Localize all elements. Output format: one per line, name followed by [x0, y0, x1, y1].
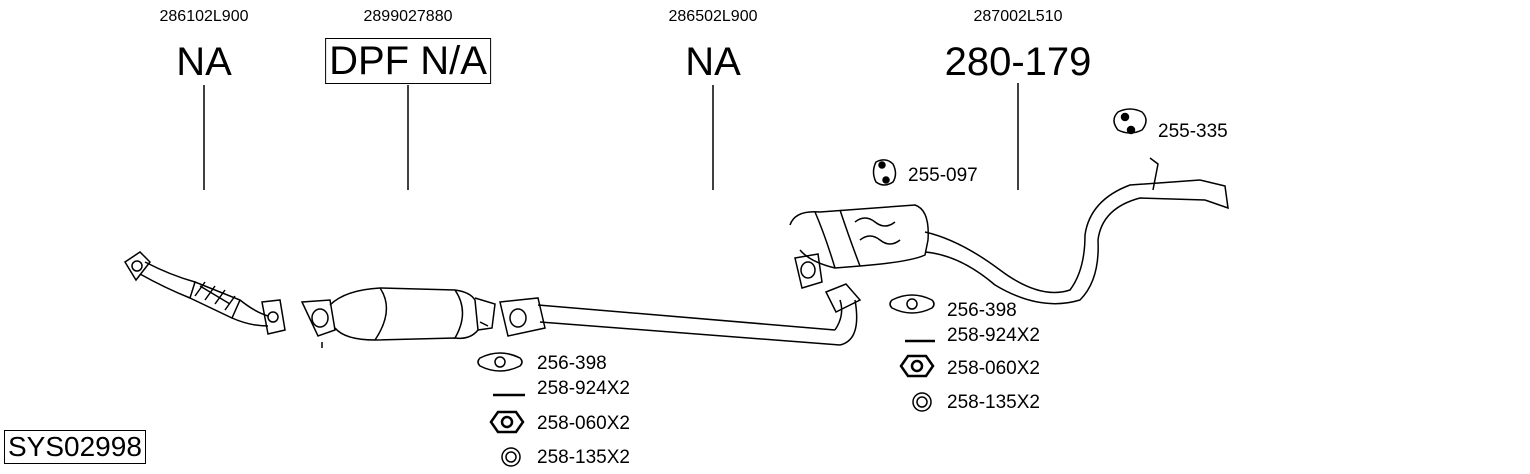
- part-oe-number: 286502L900: [668, 8, 758, 25]
- gasket-label[interactable]: 256-398: [947, 300, 1017, 321]
- nut-icon: [489, 354, 935, 434]
- nut-label[interactable]: 258-060X2: [537, 413, 630, 434]
- rear-silencer[interactable]: [789, 157, 1229, 305]
- gasket-icon: [477, 294, 935, 372]
- hanger-255-097-icon: [872, 159, 897, 186]
- part-oe-number: 286102L900: [159, 8, 249, 25]
- part-oe-number: 2899027880: [363, 8, 453, 25]
- hanger-label[interactable]: 255-097: [908, 165, 978, 186]
- part-reference[interactable]: DPF N/A: [325, 38, 491, 84]
- system-id: SYS02998: [4, 430, 146, 464]
- leader-lines: [203, 83, 1019, 190]
- bolt-label[interactable]: 258-924X2: [947, 325, 1040, 346]
- nut-label[interactable]: 258-060X2: [947, 358, 1040, 379]
- washer-label[interactable]: 258-135X2: [947, 392, 1040, 413]
- hanger-255-335-icon: [1113, 108, 1147, 135]
- washer-icon: [501, 392, 932, 467]
- part-reference[interactable]: NA: [176, 40, 232, 84]
- front-pipe[interactable]: [123, 251, 286, 335]
- bolt-icon: [493, 339, 935, 397]
- gasket-label[interactable]: 256-398: [537, 353, 607, 374]
- hanger-label[interactable]: 255-335: [1158, 121, 1228, 142]
- part-reference[interactable]: NA: [685, 40, 741, 84]
- intermediate-pipe[interactable]: [499, 283, 862, 346]
- bolt-label[interactable]: 258-924X2: [537, 378, 630, 399]
- washer-label[interactable]: 258-135X2: [537, 447, 630, 468]
- dpf-filter[interactable]: [300, 287, 496, 348]
- part-reference[interactable]: 280-179: [944, 40, 1092, 84]
- part-oe-number: 287002L510: [973, 8, 1063, 25]
